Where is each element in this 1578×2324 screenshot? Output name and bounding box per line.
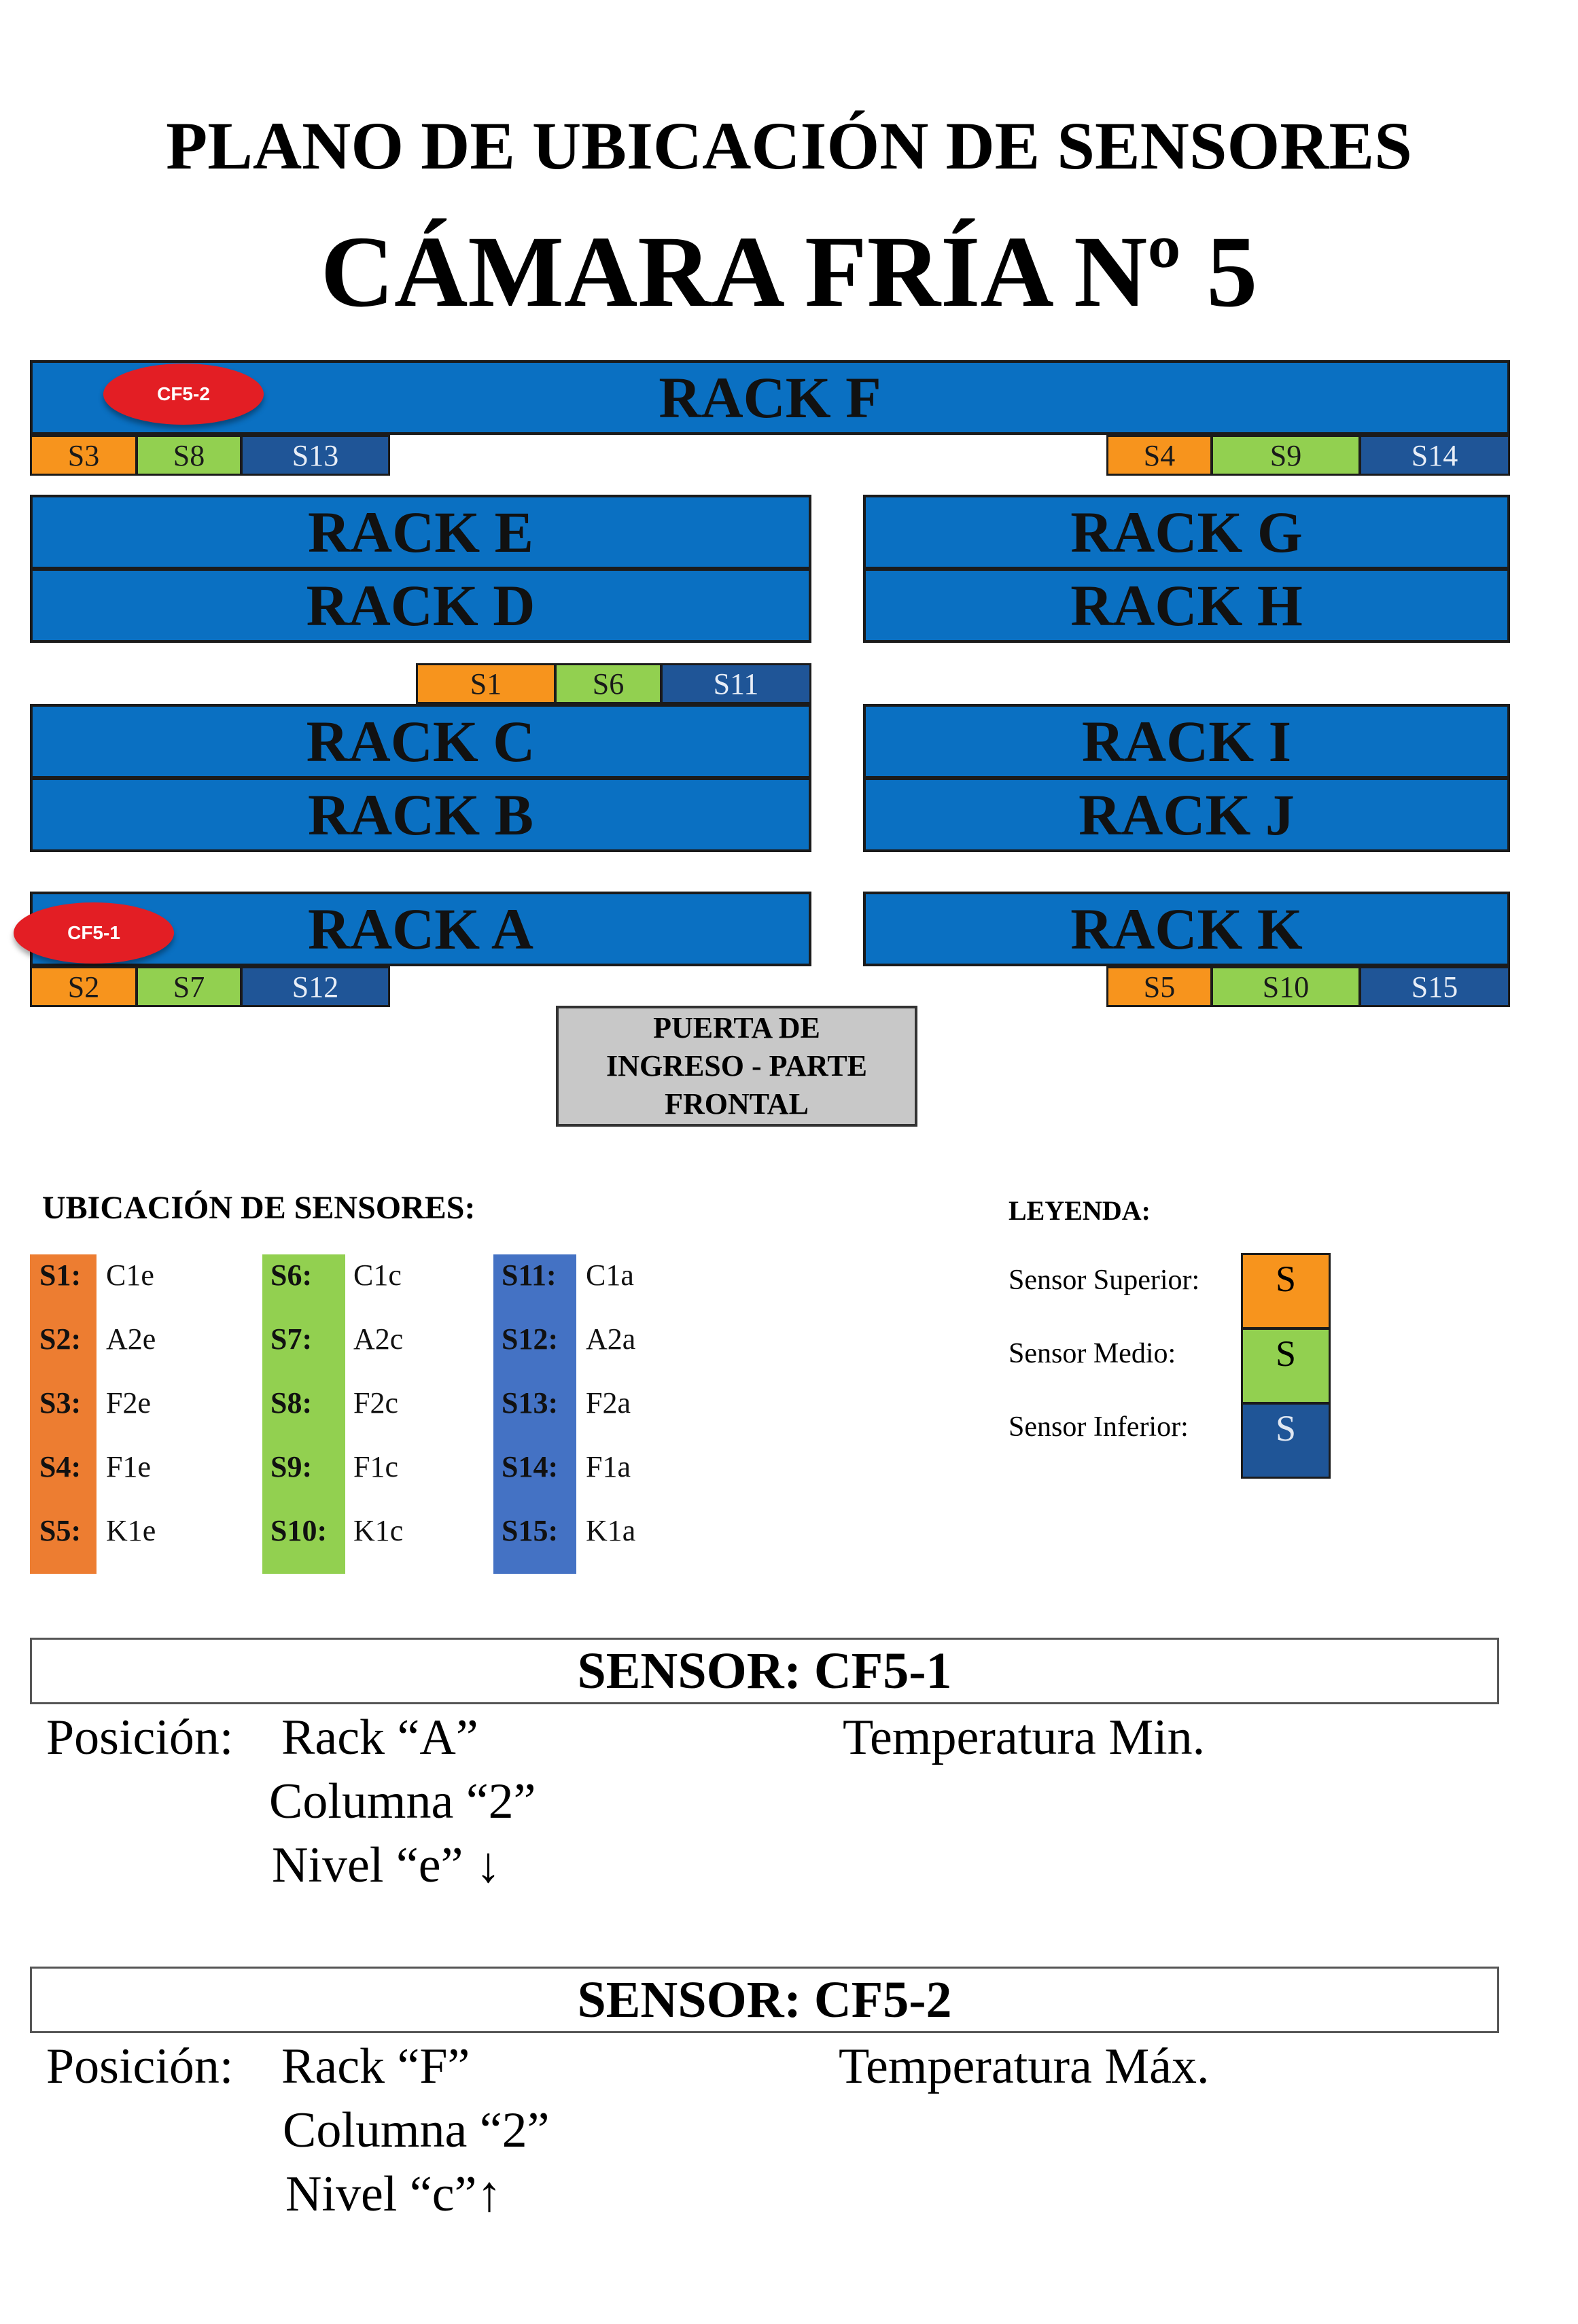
loc-value: A2a — [586, 1322, 636, 1356]
position-label: Posición: — [46, 1710, 234, 1765]
loc-value: F2a — [586, 1386, 631, 1420]
sensor-tag-s12: S12 — [241, 966, 390, 1007]
sensor-tag-s11: S11 — [661, 663, 811, 704]
sensor-tag-s3: S3 — [30, 435, 137, 476]
position-label: Posición: — [46, 2039, 234, 2094]
loc-key: S13: — [502, 1386, 559, 1420]
column-stripe — [493, 1254, 576, 1574]
loc-key: S7: — [270, 1322, 313, 1356]
loc-value: F2e — [106, 1386, 151, 1420]
loc-value: F1e — [106, 1450, 151, 1483]
rack-e: RACK E — [30, 495, 811, 569]
loc-value: C1c — [353, 1258, 402, 1292]
position-column: Columna “2” — [283, 2102, 550, 2158]
sensor-tag-s6: S6 — [555, 663, 662, 704]
loc-key: S4: — [39, 1450, 82, 1483]
position-rack: Rack “F” — [281, 2039, 470, 2094]
rack-j: RACK J — [863, 777, 1510, 852]
legend-swatch-medio: S — [1241, 1328, 1331, 1404]
loc-key: S5: — [39, 1514, 82, 1547]
loc-key: S6: — [270, 1258, 313, 1292]
loc-value: F1a — [586, 1450, 631, 1483]
temperature-label: Temperatura Min. — [843, 1710, 1206, 1765]
sensor-tag-s5: S5 — [1106, 966, 1212, 1007]
loc-value: C1a — [586, 1258, 634, 1292]
loc-key: S15: — [502, 1514, 559, 1547]
legend-swatch-inferior: S — [1241, 1403, 1331, 1479]
loc-key: S10: — [270, 1514, 328, 1547]
entrance-door: PUERTA DE INGRESO - PARTE FRONTAL — [556, 1006, 917, 1127]
page-title: PLANO DE UBICACIÓN DE SENSORES — [166, 108, 1412, 183]
column-stripe — [30, 1254, 97, 1574]
marker-cf5-2: CF5-2 — [103, 364, 264, 425]
loc-value: C1e — [106, 1258, 154, 1292]
sensor-tag-s8: S8 — [136, 435, 242, 476]
temperature-label: Temperatura Máx. — [839, 2039, 1210, 2094]
sensor-tag-s13: S13 — [241, 435, 390, 476]
loc-key: S1: — [39, 1258, 82, 1292]
rack-g: RACK G — [863, 495, 1510, 569]
legend-label-inferior: Sensor Inferior: — [1009, 1411, 1189, 1443]
position-column: Columna “2” — [269, 1774, 536, 1829]
legend-swatch-superior: S — [1241, 1253, 1331, 1329]
sensor-tag-s4: S4 — [1106, 435, 1212, 476]
marker-cf5-1: CF5-1 — [14, 902, 174, 964]
loc-key: S14: — [502, 1450, 559, 1483]
sensor-tag-s1: S1 — [416, 663, 556, 704]
loc-key: S11: — [502, 1258, 557, 1292]
loc-value: K1e — [106, 1514, 156, 1547]
legend-label-medio: Sensor Medio: — [1009, 1338, 1176, 1369]
sensor-tag-s7: S7 — [136, 966, 242, 1007]
position-rack: Rack “A” — [281, 1710, 478, 1765]
loc-key: S3: — [39, 1386, 82, 1420]
loc-key: S2: — [39, 1322, 82, 1356]
rack-b: RACK B — [30, 777, 811, 852]
legend-title: LEYENDA: — [1009, 1195, 1151, 1226]
sensor-cf5-2-title: SENSOR: CF5-2 — [30, 1967, 1499, 2033]
column-stripe — [262, 1254, 345, 1574]
sensor-cf5-1-title: SENSOR: CF5-1 — [30, 1638, 1499, 1704]
sensor-tag-s10: S10 — [1211, 966, 1361, 1007]
loc-key: S8: — [270, 1386, 313, 1420]
locations-title: UBICACIÓN DE SENSORES: — [42, 1190, 476, 1226]
rack-k: RACK K — [863, 892, 1510, 966]
page-subtitle: CÁMARA FRÍA Nº 5 — [320, 215, 1258, 328]
position-level: Nivel “c”↑ — [285, 2166, 502, 2222]
loc-value: K1a — [586, 1514, 636, 1547]
loc-key: S9: — [270, 1450, 313, 1483]
sensor-tag-s9: S9 — [1211, 435, 1361, 476]
legend-label-superior: Sensor Superior: — [1009, 1265, 1200, 1296]
rack-h: RACK H — [863, 568, 1510, 643]
sensor-tag-s14: S14 — [1359, 435, 1510, 476]
loc-value: K1c — [353, 1514, 404, 1547]
loc-value: F1c — [353, 1450, 398, 1483]
rack-i: RACK I — [863, 704, 1510, 779]
loc-key: S12: — [502, 1322, 559, 1356]
rack-d: RACK D — [30, 568, 811, 643]
rack-c: RACK C — [30, 704, 811, 779]
loc-value: A2c — [353, 1322, 404, 1356]
rack-f: RACK F — [30, 360, 1510, 435]
loc-value: A2e — [106, 1322, 156, 1356]
sensor-tag-s15: S15 — [1359, 966, 1510, 1007]
sensor-tag-s2: S2 — [30, 966, 137, 1007]
position-level: Nivel “e” ↓ — [272, 1837, 501, 1893]
loc-value: F2c — [353, 1386, 398, 1420]
